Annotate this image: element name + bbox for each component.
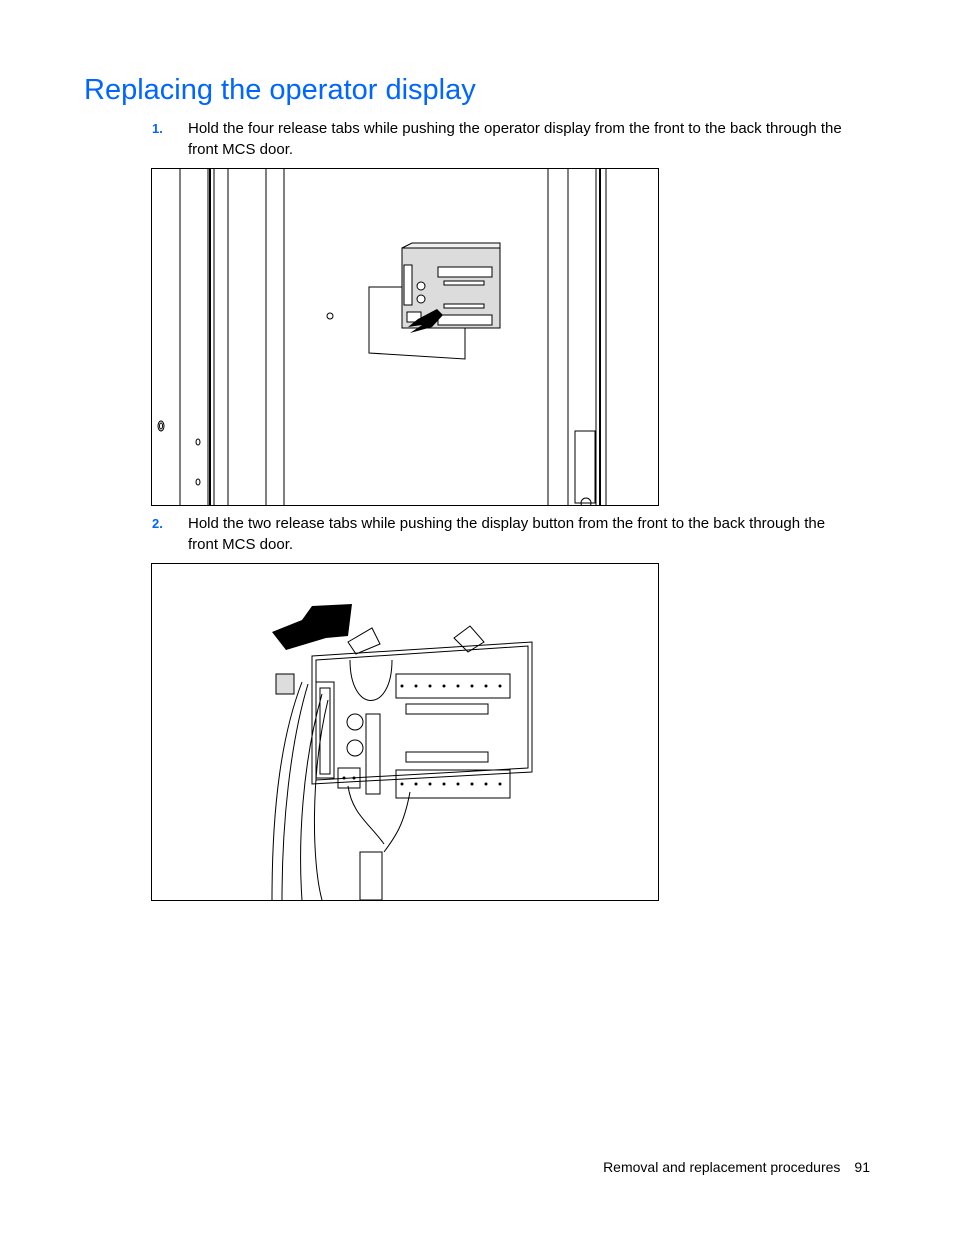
- page-title: Replacing the operator display: [84, 74, 476, 106]
- step-text-line: front MCS door.: [188, 536, 294, 553]
- footer-section-title: Removal and replacement procedures: [603, 1159, 841, 1175]
- step-text: Hold the two release tabs while pushing …: [188, 513, 860, 555]
- step-text: Hold the four release tabs while pushing…: [188, 118, 860, 160]
- step-number: 2.: [152, 516, 163, 531]
- step-text-line: front MCS door.: [188, 141, 294, 158]
- figure-display-button-removal: [151, 563, 659, 901]
- display-button-illustration: [271, 604, 533, 900]
- step-text-line: Hold the four release tabs while pushing…: [188, 120, 842, 137]
- operator-display-illustration: [157, 169, 607, 505]
- page-number: 91: [854, 1159, 870, 1175]
- step-number: 1.: [152, 121, 163, 136]
- step-text-line: Hold the two release tabs while pushing …: [188, 515, 826, 532]
- page-footer: Removal and replacement procedures 91: [560, 1159, 870, 1175]
- figure-operator-display-removal: [151, 168, 659, 506]
